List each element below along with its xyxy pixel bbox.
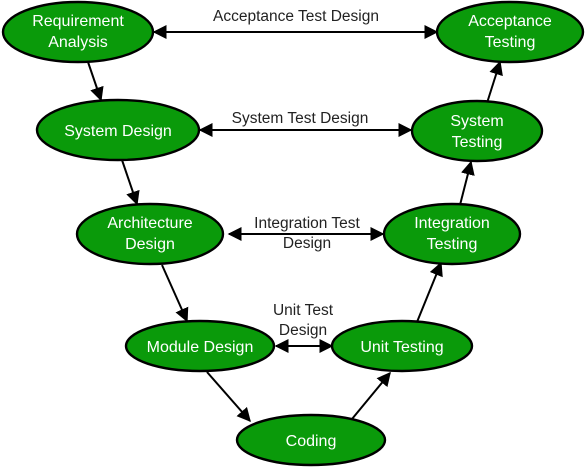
label-acceptance-test-design-line-1: Acceptance Test Design: [213, 8, 379, 25]
label-integration-test-design: Integration Test Design: [254, 215, 360, 252]
edge-coding-to-unit-testing: [351, 371, 391, 420]
node-architecture-design: Architecture Design: [75, 202, 225, 266]
node-system-design-shape: [35, 98, 201, 162]
node-system-design: System Design: [35, 98, 201, 162]
node-system-design-line-1: System Design: [64, 123, 172, 140]
label-unit-test-design-line-2: Design: [279, 322, 327, 339]
node-system-testing-line-2: Testing: [452, 134, 503, 151]
label-unit-test-design: Unit Test Design: [273, 302, 334, 339]
node-unit-testing-shape: [330, 319, 474, 373]
label-system-test-design: System Test Design: [232, 110, 369, 127]
node-acceptance-testing: Acceptance Testing: [435, 0, 585, 64]
node-coding-shape: [235, 413, 387, 467]
node-module-design-shape: [124, 319, 276, 373]
node-unit-testing-line-1: Unit Testing: [360, 339, 443, 356]
node-architecture-design-line-2: Design: [125, 236, 175, 253]
node-integration-testing: Integration Testing: [382, 202, 522, 266]
label-acceptance-test-design: Acceptance Test Design: [213, 8, 379, 25]
node-architecture-design-shape: [75, 202, 225, 266]
node-requirement-analysis: Requirement Analysis: [1, 0, 155, 64]
label-integration-test-design-line-2: Design: [283, 235, 331, 252]
node-requirement-analysis-line-2: Analysis: [48, 34, 108, 51]
node-integration-testing-line-1: Integration: [414, 215, 490, 232]
edge-system-testing-to-acceptance: [486, 60, 503, 104]
node-coding: Coding: [235, 413, 387, 467]
node-requirement-analysis-shape: [1, 0, 155, 64]
node-unit-testing: Unit Testing: [330, 319, 474, 373]
node-acceptance-testing-line-1: Acceptance: [468, 13, 552, 30]
node-module-design-line-1: Module Design: [147, 339, 254, 356]
node-integration-testing-shape: [382, 202, 522, 266]
node-integration-testing-line-2: Testing: [427, 236, 478, 253]
node-acceptance-testing-line-2: Testing: [485, 34, 536, 51]
node-system-testing-shape: [410, 99, 544, 163]
node-requirement-analysis-line-1: Requirement: [32, 13, 124, 30]
edge-requirement-to-system-design: [87, 61, 104, 102]
node-system-testing: System Testing: [410, 99, 544, 163]
node-module-design: Module Design: [124, 319, 276, 373]
edge-architecture-to-module-design: [161, 264, 189, 323]
edge-unit-testing-to-integration: [416, 261, 443, 323]
label-unit-test-design-line-1: Unit Test: [273, 302, 334, 319]
label-system-test-design-line-1: System Test Design: [232, 110, 369, 127]
label-integration-test-design-line-1: Integration Test: [254, 215, 360, 232]
node-acceptance-testing-shape: [435, 0, 585, 64]
node-architecture-design-line-1: Architecture: [107, 215, 192, 232]
edge-module-design-to-coding: [206, 371, 251, 423]
node-coding-line-1: Coding: [286, 433, 337, 450]
node-system-testing-line-1: System: [450, 113, 503, 130]
edge-system-design-to-architecture: [121, 159, 140, 206]
edge-integration-to-system-testing: [459, 160, 475, 206]
